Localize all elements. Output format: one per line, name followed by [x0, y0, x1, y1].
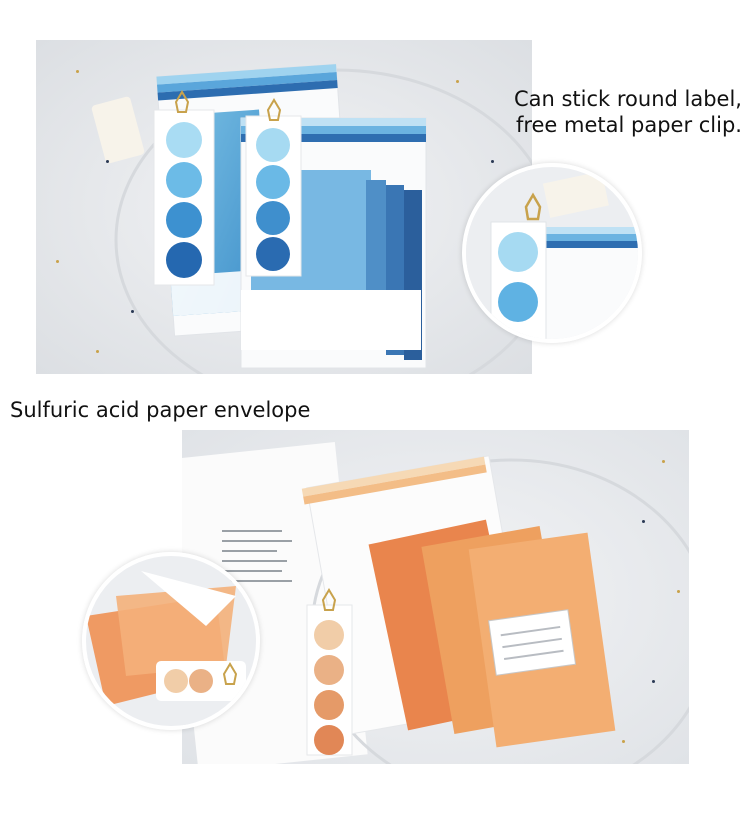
sparkle — [662, 460, 665, 463]
product-photo-bottom — [182, 430, 689, 764]
sparkle — [456, 80, 459, 83]
caption-top-line-2: free metal paper clip. — [515, 113, 742, 137]
clip-detail-illustration — [466, 167, 638, 339]
zoom-detail-bottom — [82, 552, 260, 730]
caption-top-line-1: Can stick round label, — [513, 87, 742, 111]
product-photo-top — [36, 40, 532, 374]
zoom-detail-top — [462, 163, 642, 343]
caption-bottom: Sulfuric acid paper envelope — [10, 398, 311, 422]
sparkle — [622, 740, 625, 743]
sparkle — [56, 260, 59, 263]
caption-top: Can stick round label, free metal paper … — [480, 86, 742, 138]
sparkle — [652, 680, 655, 683]
orange-stationery-illustration — [182, 430, 689, 764]
sparkle — [642, 520, 645, 523]
blue-stationery-illustration — [36, 40, 532, 374]
sparkle — [131, 310, 134, 313]
sparkle — [106, 160, 109, 163]
sparkle — [677, 590, 680, 593]
envelope-detail-illustration — [86, 556, 256, 726]
sparkle — [491, 160, 494, 163]
sparkle — [96, 350, 99, 353]
sparkle — [76, 70, 79, 73]
